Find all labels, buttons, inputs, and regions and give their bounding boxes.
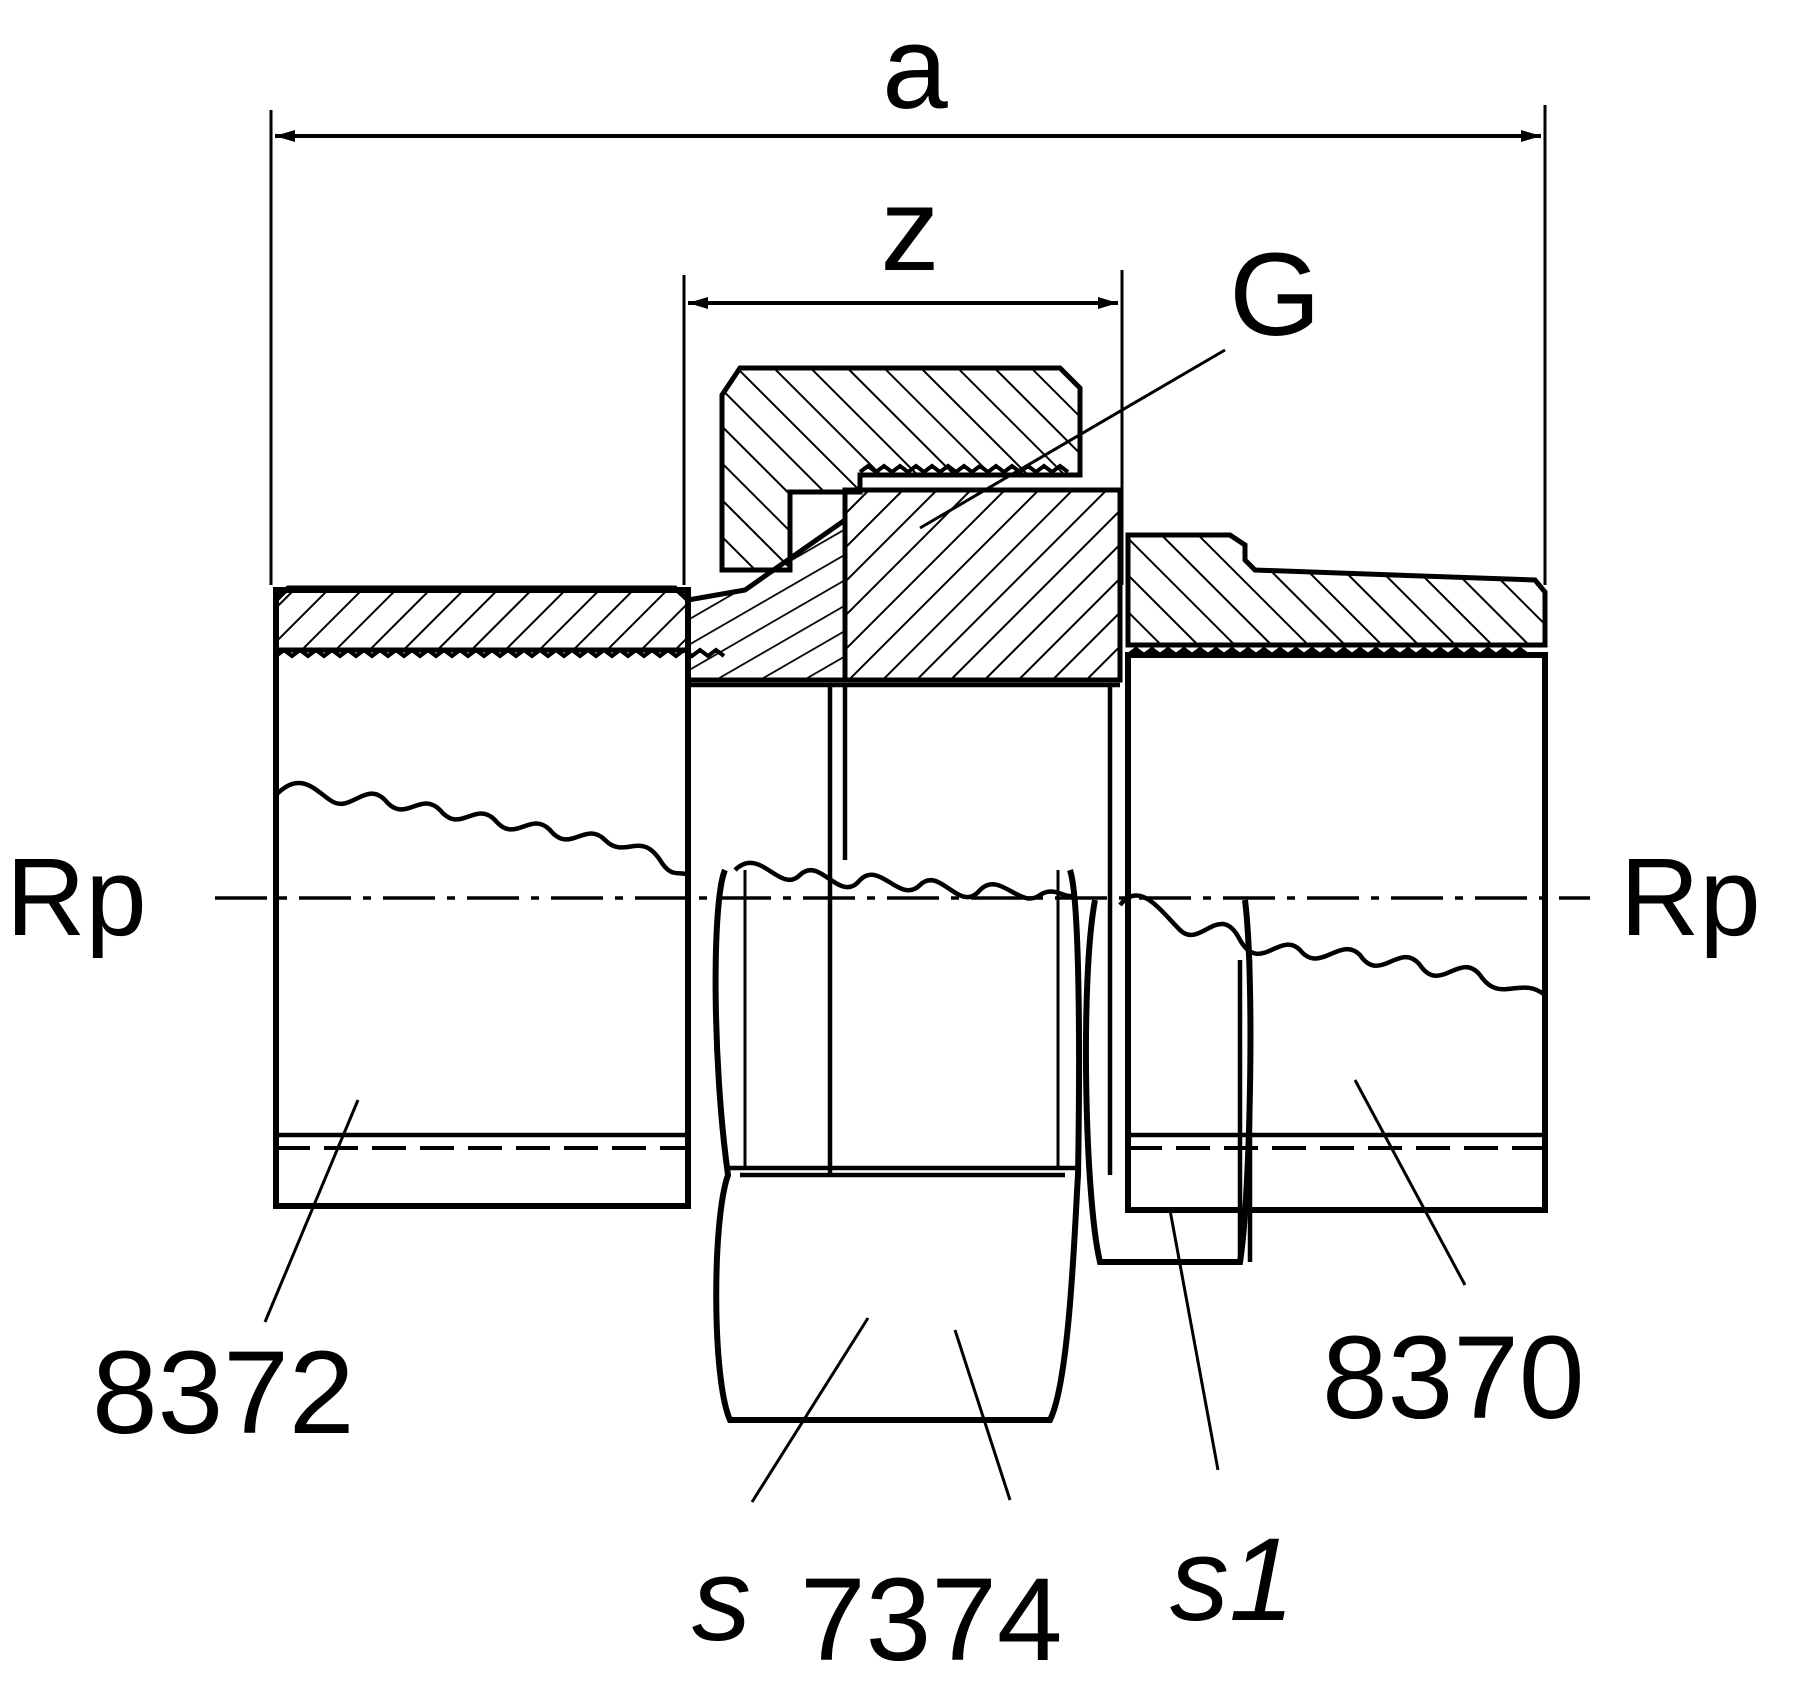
part-center-spigot — [685, 487, 1123, 1175]
wrench-s1-label: s1 — [1170, 1514, 1295, 1646]
thread-rp-right-label: Rp — [1620, 836, 1761, 959]
part-left-label: 8372 — [92, 1327, 355, 1459]
part-left-body — [273, 585, 726, 1209]
part-center-label: 7374 — [800, 1554, 1063, 1682]
thread-rp-left-label: Rp — [6, 836, 147, 959]
part-right-label: 8370 — [1322, 1312, 1585, 1444]
leader-lines — [263, 1079, 1467, 1503]
dimension-a — [269, 105, 1547, 585]
thread-g-label: G — [1229, 229, 1321, 361]
dimension-z-label: z — [881, 164, 940, 296]
dimension-a-label: a — [882, 2, 948, 134]
part-right-body — [1082, 532, 1548, 1265]
wrench-s-label: s — [692, 1534, 751, 1666]
